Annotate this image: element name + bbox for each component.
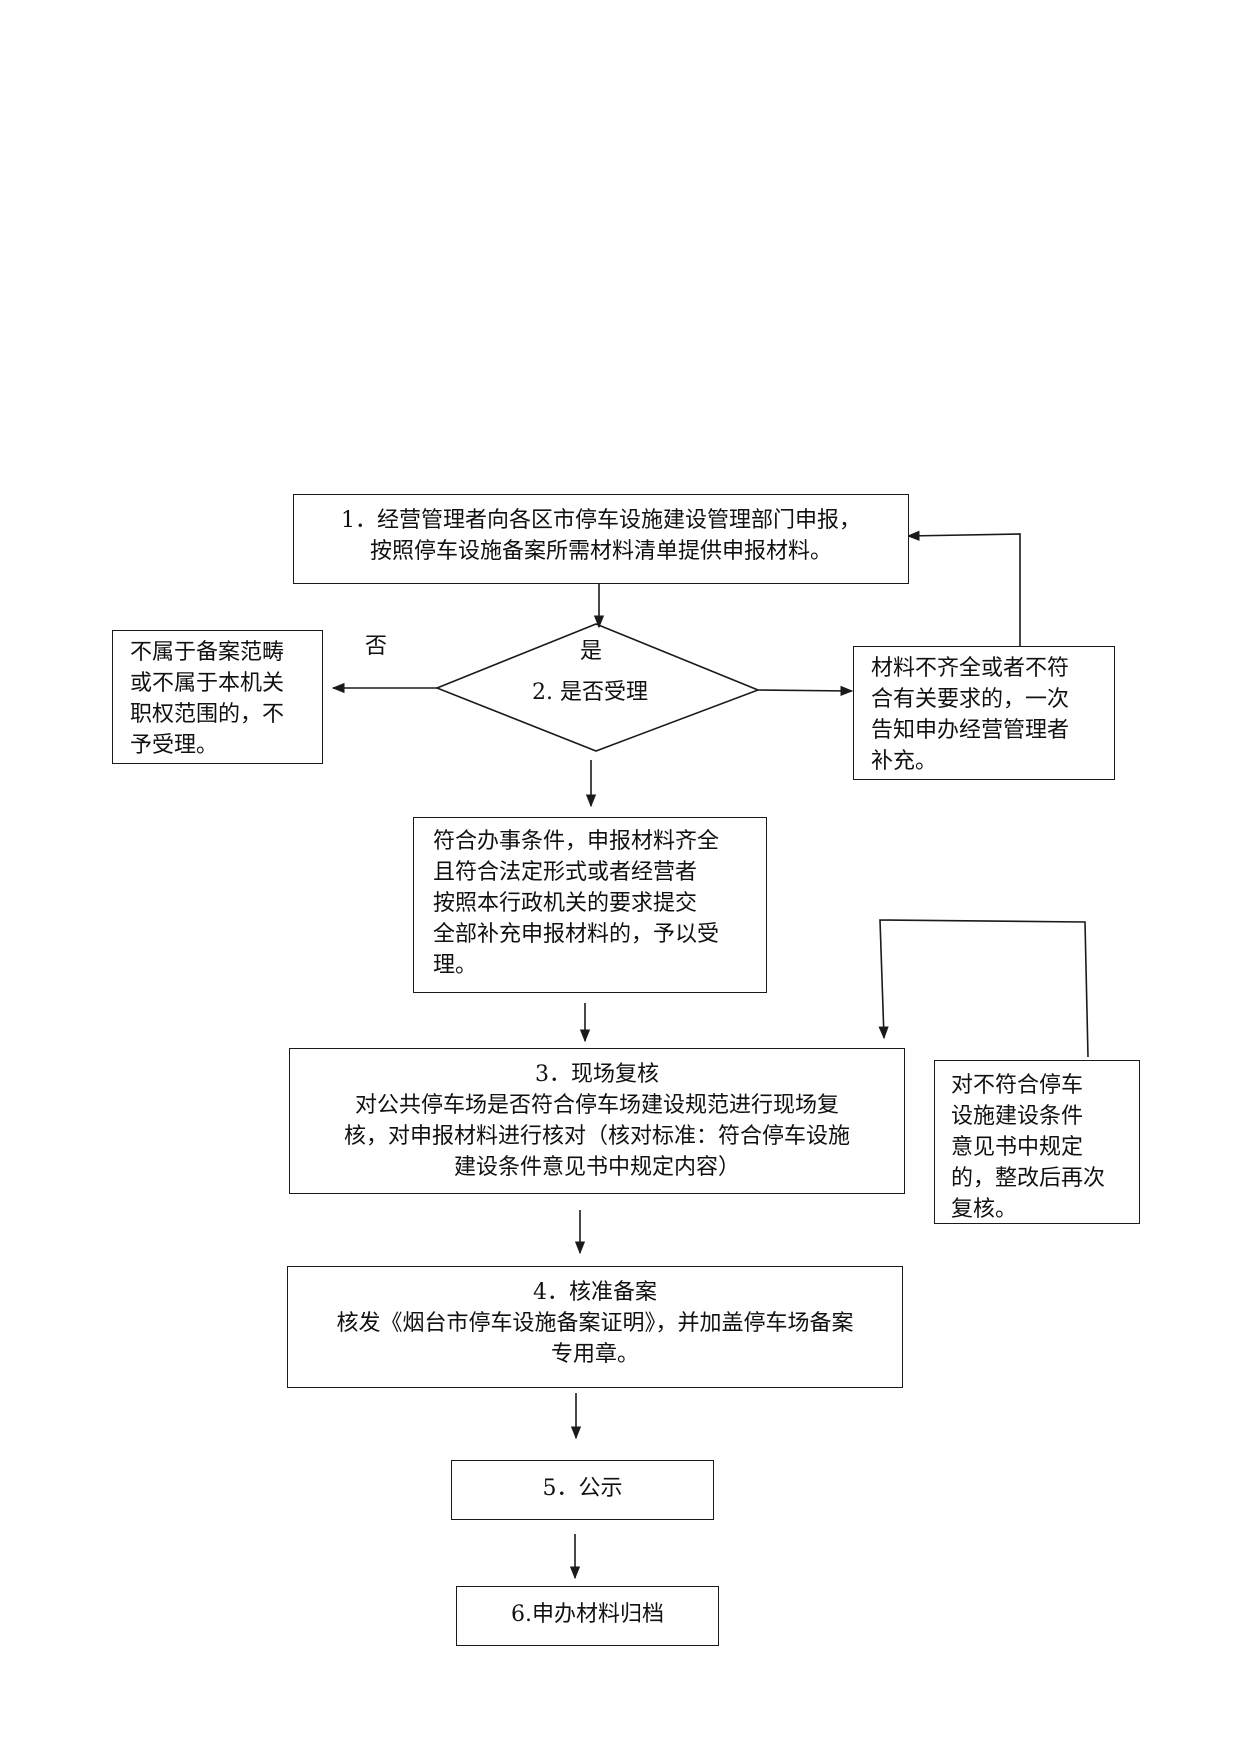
- step4-line-2: 核发《烟台市停车设施备案证明》，并加盖停车场备案: [336, 1311, 854, 1336]
- decision-diamond: [434, 623, 761, 752]
- step3-title: 3．现场复核: [535, 1062, 659, 1087]
- step3-line-2: 对公共停车场是否符合停车场建设规范进行现场复: [354, 1093, 839, 1118]
- decision-yes-label: 是: [580, 639, 603, 664]
- step4-line-3: 专用章。: [550, 1342, 639, 1367]
- supplement-line-4: 补充。: [871, 749, 938, 774]
- accept-line-5: 理。: [433, 953, 478, 978]
- supplement-line-3: 告知申办经营管理者: [871, 718, 1070, 743]
- reject-line-3: 职权范围的，不: [130, 702, 285, 727]
- accept-line-1: 符合办事条件，申报材料齐全: [433, 829, 720, 854]
- no-label: 否: [365, 634, 388, 659]
- supplement-line-2: 合有关要求的，一次: [871, 687, 1070, 712]
- supplement-box: 材料不齐全或者不符 合有关要求的，一次 告知申办经营管理者 补充。: [853, 646, 1115, 780]
- reject-line-4: 予受理。: [130, 733, 219, 758]
- reject-line-1: 不属于备案范畴: [130, 640, 285, 665]
- step1-line-1: 1．经营管理者向各区市停车设施建设管理部门申报，: [341, 508, 861, 533]
- rectify-line-4: 的，整改后再次: [951, 1166, 1106, 1191]
- rectify-line-3: 意见书中规定: [951, 1135, 1084, 1160]
- accept-line-4: 全部补充申报材料的，予以受: [433, 922, 720, 947]
- arrow-supplement-to-step1: [906, 530, 1021, 646]
- rectify-line-1: 对不符合停车: [951, 1073, 1084, 1098]
- decision-label: 2. 是否受理: [532, 680, 648, 705]
- accept-line-3: 按照本行政机关的要求提交: [433, 891, 698, 916]
- step4-title: 4．核准备案: [533, 1280, 657, 1305]
- arrow-rectify-to-step3: [878, 919, 1089, 1058]
- step3-line-3: 核，对申报材料进行核对（核对标准：符合停车设施: [343, 1124, 850, 1149]
- supplement-line-1: 材料不齐全或者不符: [871, 656, 1070, 681]
- step5-label: 5．公示: [542, 1476, 623, 1501]
- step3-box: 3．现场复核 对公共停车场是否符合停车场建设规范进行现场复 核，对申报材料进行核…: [289, 1048, 905, 1194]
- accept-line-2: 且符合法定形式或者经营者: [433, 860, 698, 885]
- reject-line-2: 或不属于本机关: [130, 671, 285, 696]
- step5-box: 5．公示: [451, 1460, 714, 1520]
- step1-box: 1．经营管理者向各区市停车设施建设管理部门申报， 按照停车设施备案所需材料清单提…: [293, 494, 909, 584]
- step6-label: 6.申办材料归档: [511, 1602, 664, 1627]
- step3-line-4: 建设条件意见书中规定内容）: [453, 1155, 740, 1180]
- reject-box: 不属于备案范畴 或不属于本机关 职权范围的，不 予受理。: [112, 630, 323, 764]
- rectify-box: 对不符合停车 设施建设条件 意见书中规定 的，整改后再次 复核。: [934, 1060, 1140, 1224]
- accept-box: 符合办事条件，申报材料齐全 且符合法定形式或者经营者 按照本行政机关的要求提交 …: [413, 817, 767, 993]
- rectify-line-2: 设施建设条件: [951, 1104, 1084, 1129]
- arrow-decision-to-supplement: [757, 685, 854, 696]
- step6-box: 6.申办材料归档: [456, 1586, 719, 1646]
- step4-box: 4．核准备案 核发《烟台市停车设施备案证明》，并加盖停车场备案 专用章。: [287, 1266, 903, 1388]
- rectify-line-5: 复核。: [951, 1197, 1018, 1222]
- step1-line-2: 按照停车设施备案所需材料清单提供申报材料。: [369, 539, 832, 564]
